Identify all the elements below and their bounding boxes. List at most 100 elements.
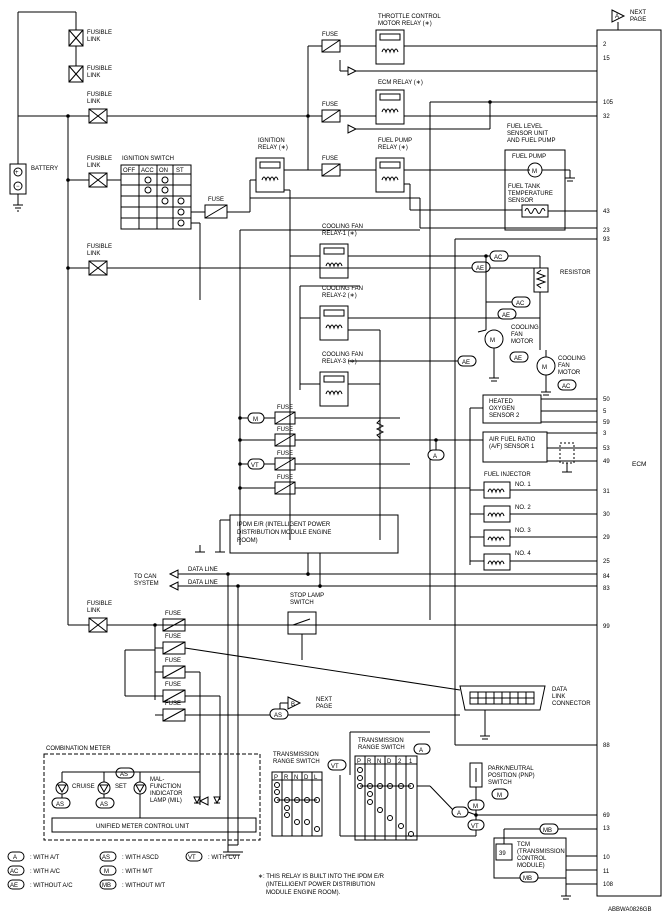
tag-ae-3: AE — [514, 356, 522, 362]
pin-3: 3 — [603, 431, 607, 437]
legend-vt: VT : WITH CVT — [185, 851, 241, 862]
ig-fuse-label: FUSE — [208, 197, 224, 203]
tcm-pin: 39 — [499, 851, 506, 857]
tag-as-3: AS — [100, 802, 108, 808]
fuse-2-label: FUSE — [277, 427, 293, 433]
legend-m: M : WITH M/T — [99, 865, 153, 876]
svg-text:: WITH A/T: : WITH A/T — [30, 855, 60, 861]
trs-vt-col-n: N — [294, 775, 298, 781]
resistor-label: RESISTOR — [560, 270, 591, 276]
pin-30: 30 — [603, 512, 610, 518]
page-marker-a: A — [615, 14, 619, 20]
svg-text:AE: AE — [462, 360, 470, 366]
pin-108: 108 — [603, 882, 614, 888]
tag-ae-4: AE — [457, 355, 477, 367]
throttle-fuse-label: FUSE — [322, 32, 338, 38]
pin-99: 99 — [603, 624, 610, 630]
pin-93: 93 — [603, 237, 610, 243]
resistor-group: RESISTOR — [484, 254, 591, 350]
tag-ae-1: AE — [471, 261, 491, 273]
low-fuse-3-label: FUSE — [165, 658, 181, 664]
svg-text:M: M — [532, 169, 537, 175]
footnote: ∗: THIS RELAY IS BUILT INTO THE IPDM E/R… — [258, 874, 651, 913]
fuel-pump-label: FUEL PUMP — [512, 154, 546, 160]
fuel-injector-label: FUEL INJECTOR — [484, 472, 531, 478]
low-fuse-1-label: FUSE — [165, 611, 181, 617]
ecm-label: ECM — [632, 461, 646, 468]
ecm-block: ECM — [596, 29, 662, 897]
cruise-label: CRUISE — [72, 784, 95, 790]
tag-vt-2: VT — [331, 764, 339, 770]
pin-13: 13 — [603, 826, 610, 832]
fuse-4-label: FUSE — [277, 475, 293, 481]
combination-meter-label: COMBINATION METER — [46, 746, 111, 752]
trs-vt-col-r: R — [284, 775, 289, 781]
tag-a-3: A — [457, 811, 461, 817]
pin-105: 105 — [603, 100, 614, 106]
svg-text:: WITH ASCD: : WITH ASCD — [122, 855, 159, 861]
svg-text:M: M — [490, 338, 495, 344]
svg-text:: WITH A/C: : WITH A/C — [30, 869, 61, 875]
pin-11: 11 — [603, 869, 610, 875]
pin-43: 43 — [603, 209, 610, 215]
ig-col-st: ST — [176, 168, 184, 174]
footnote-text: ∗: THIS RELAY IS BUILT INTO THE IPDM E/R… — [258, 874, 385, 896]
tag-as-4: AS — [120, 772, 128, 778]
trs-a-col-2: 2 — [398, 759, 402, 765]
pin-29: 29 — [603, 535, 610, 541]
injector-4-label: NO. 4 — [515, 551, 531, 557]
fuse-vt-label: FUSE — [277, 451, 293, 457]
injector-3-label: NO. 3 — [515, 528, 531, 534]
umcu-label: UNIFIED METER CONTROL UNIT — [96, 824, 189, 830]
svg-text:M: M — [542, 365, 547, 371]
battery-group: + − BATTERY — [9, 11, 76, 212]
tag-as-2: AS — [56, 802, 64, 808]
ignition-switch: IGNITION SWITCH OFF ACC ON ST FUSE — [118, 156, 251, 300]
svg-text:M: M — [104, 869, 109, 875]
pin-2: 2 — [603, 42, 607, 48]
tag-ac-1: AC — [489, 250, 509, 262]
svg-text:−: − — [16, 184, 20, 190]
trs-vt-col-d: D — [304, 775, 309, 781]
trs-a-col-n: N — [377, 759, 381, 765]
svg-text:: WITH M/T: : WITH M/T — [122, 869, 153, 875]
af-sensor-label: AIR FUEL RATIO(A/F) SENSOR 1 — [489, 437, 536, 450]
svg-text:AE: AE — [502, 313, 510, 319]
tag-vt-1: VT — [251, 463, 259, 469]
svg-text:AS: AS — [102, 855, 110, 861]
set-label: SET — [115, 784, 127, 790]
trs-vt-col-l: L — [314, 775, 318, 781]
legend-ae: AE : WITHOUT A/C — [7, 879, 73, 890]
pin-69: 69 — [603, 813, 610, 819]
pin-59: 59 — [603, 420, 610, 426]
lower-fuses: FUSE FUSE FUSE FUSE FUSE — [124, 611, 461, 800]
svg-text:AC: AC — [516, 301, 525, 307]
pin-88: 88 — [603, 743, 610, 749]
pin-15: 15 — [603, 56, 610, 62]
tag-ac-2: AC — [511, 296, 531, 308]
tag-as-1: AS — [274, 713, 282, 719]
pin-5: 5 — [603, 409, 607, 415]
